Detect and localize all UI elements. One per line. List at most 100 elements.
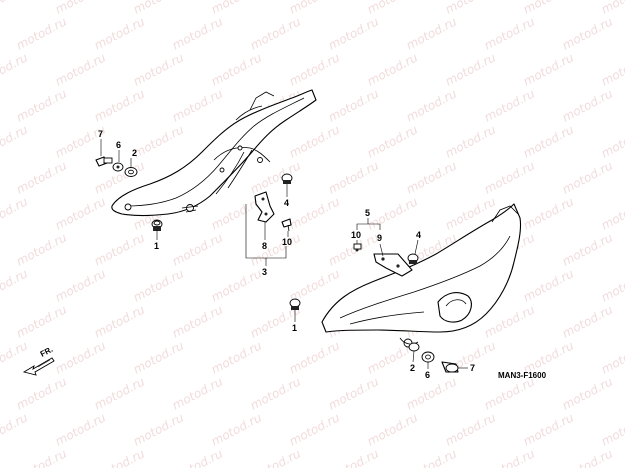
watermark-text: motod.ru bbox=[92, 446, 148, 468]
watermark-text: motod.ru bbox=[482, 374, 538, 412]
callout-7-left: 7 bbox=[98, 129, 103, 139]
watermark-text: motod.ru bbox=[599, 266, 625, 304]
watermark-text: motod.ru bbox=[326, 86, 382, 124]
watermark-text: motod.ru bbox=[443, 410, 499, 448]
watermark-text: motod.ru bbox=[521, 194, 577, 232]
watermark-text: motod.ru bbox=[0, 122, 30, 160]
callout-9-right: 9 bbox=[377, 233, 382, 243]
callout-1-center: 1 bbox=[292, 323, 297, 333]
watermark-text: motod.ru bbox=[248, 374, 304, 412]
callout-10-right: 10 bbox=[351, 230, 361, 240]
watermark-text: motod.ru bbox=[404, 158, 460, 196]
watermark-text: motod.ru bbox=[287, 194, 343, 232]
watermark-text: motod.ru bbox=[599, 194, 625, 232]
watermark-text: motod.ru bbox=[248, 230, 304, 268]
watermark-text: motod.ru bbox=[53, 266, 109, 304]
watermark-text: motod.ru bbox=[53, 338, 109, 376]
watermark-text: motod.ru bbox=[14, 374, 70, 412]
watermark-text: motod.ru bbox=[599, 122, 625, 160]
bracket-group bbox=[254, 173, 301, 310]
watermark-text: motod.ru bbox=[53, 50, 109, 88]
callout-10-bracket: 10 bbox=[282, 237, 292, 247]
watermark-text: motod.ru bbox=[599, 338, 625, 376]
watermark-text: motod.ru bbox=[443, 50, 499, 88]
watermark-text: motod.ru bbox=[131, 50, 187, 88]
watermark-text: motod.ru bbox=[170, 14, 226, 52]
watermark-text: motod.ru bbox=[365, 194, 421, 232]
watermark-text: motod.ru bbox=[404, 374, 460, 412]
watermark-text: motod.ru bbox=[53, 410, 109, 448]
callout-4-bracket: 4 bbox=[284, 198, 289, 208]
watermark-text: motod.ru bbox=[92, 14, 148, 52]
callout-7-right: 7 bbox=[470, 363, 475, 373]
right-hardware bbox=[353, 243, 459, 373]
callout-3-bracket: 3 bbox=[262, 267, 267, 277]
watermark-text: motod.ru bbox=[365, 410, 421, 448]
watermark-text: motod.ru bbox=[287, 410, 343, 448]
watermark-text: motod.ru bbox=[365, 122, 421, 160]
watermark-text: motod.ru bbox=[170, 230, 226, 268]
callout-6-left: 6 bbox=[116, 140, 121, 150]
callout-4-right: 4 bbox=[416, 230, 421, 240]
callouts: 7 6 2 1 4 8 10 3 1 5 10 9 4 2 6 7 bbox=[98, 129, 475, 380]
watermark-text: motod.ru bbox=[0, 50, 30, 88]
watermark-text: motod.ru bbox=[0, 266, 30, 304]
watermark-text: motod.ru bbox=[482, 446, 538, 468]
watermark-text: motod.ru bbox=[131, 122, 187, 160]
watermark-text: motod.ru bbox=[521, 122, 577, 160]
watermark-text: motod.ru bbox=[14, 302, 70, 340]
watermark-text: motod.ru bbox=[365, 50, 421, 88]
watermark-text: motod.ru bbox=[14, 446, 70, 468]
callout-6-right: 6 bbox=[425, 370, 430, 380]
watermark-text: motod.ru bbox=[131, 410, 187, 448]
watermark-text: motod.ru bbox=[521, 50, 577, 88]
watermark-text: motod.ru bbox=[170, 446, 226, 468]
watermark-text: motod.ru bbox=[209, 50, 265, 88]
watermark-text: motod.ru bbox=[248, 158, 304, 196]
watermark-text: motod.ru bbox=[521, 410, 577, 448]
watermark-text: motod.ru bbox=[560, 374, 616, 412]
watermark-text: motod.ru bbox=[131, 266, 187, 304]
watermark-text: motod.ru bbox=[482, 158, 538, 196]
watermark-text: motod.ru bbox=[443, 122, 499, 160]
watermark-text: motod.ru bbox=[404, 14, 460, 52]
watermark-text: motod.ru bbox=[248, 446, 304, 468]
watermark-text: motod.ru bbox=[14, 158, 70, 196]
watermark-text: motod.ru bbox=[599, 50, 625, 88]
watermark-text: motod.ru bbox=[92, 86, 148, 124]
watermark-text: motod.ru bbox=[209, 266, 265, 304]
watermark-text: motod.ru bbox=[14, 86, 70, 124]
watermark-text: motod.ru bbox=[0, 410, 30, 448]
watermark-text: motod.ru bbox=[170, 302, 226, 340]
watermark-text: motod.ru bbox=[404, 86, 460, 124]
watermark-text: motod.ru bbox=[599, 0, 625, 17]
watermark-text: motod.ru bbox=[560, 86, 616, 124]
watermark-text: motod.ru bbox=[521, 266, 577, 304]
callout-2-left: 2 bbox=[132, 148, 137, 158]
diagram-code: MAN3-F1600 bbox=[498, 371, 547, 380]
callout-5-right: 5 bbox=[365, 208, 370, 218]
watermark-text: motod.ru bbox=[287, 338, 343, 376]
watermark-text: motod.ru bbox=[287, 122, 343, 160]
watermark-text: motod.ru bbox=[326, 14, 382, 52]
callout-2-right: 2 bbox=[410, 363, 415, 373]
watermark-text: motod.ru bbox=[248, 14, 304, 52]
watermark-text: motod.ru bbox=[560, 230, 616, 268]
watermark-text: motod.ru bbox=[326, 446, 382, 468]
watermark-text: motod.ru bbox=[92, 374, 148, 412]
watermark-text: motod.ru bbox=[599, 410, 625, 448]
watermark-text: motod.ru bbox=[14, 14, 70, 52]
watermark-text: motod.ru bbox=[560, 446, 616, 468]
watermark-text: motod.ru bbox=[131, 338, 187, 376]
watermark-text: motod.ru bbox=[170, 86, 226, 124]
watermark-text: motod.ru bbox=[560, 302, 616, 340]
callout-8-bracket: 8 bbox=[262, 241, 267, 251]
watermark-text: motod.ru bbox=[209, 338, 265, 376]
watermark-text: motod.ru bbox=[14, 230, 70, 268]
right-side-cover bbox=[321, 203, 522, 348]
watermark-text: motod.ru bbox=[326, 158, 382, 196]
watermark-text: motod.ru bbox=[170, 374, 226, 412]
watermark-text: motod.ru bbox=[482, 86, 538, 124]
